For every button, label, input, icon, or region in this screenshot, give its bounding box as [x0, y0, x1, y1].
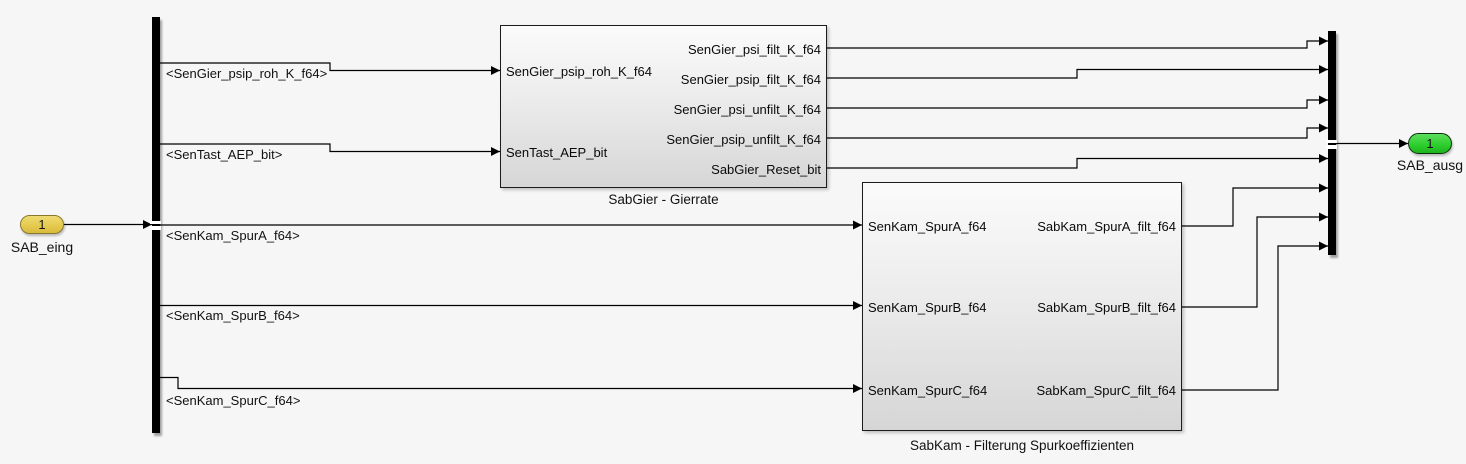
wire-sentast-aep[interactable]	[160, 143, 500, 156]
bus-selector-input-port-marker	[150, 220, 161, 230]
sabkam-input-port-label: SenKam_SpurB_f64	[868, 300, 987, 315]
sabkam-input-port-label: SenKam_SpurC_f64	[868, 383, 988, 398]
block-sabgier[interactable]: SenGier_psip_roh_K_f64 SenTast_AEP_bit S…	[500, 25, 827, 188]
wire-sengier-psip-filt[interactable]	[827, 65, 1328, 79]
wire-sengier-psi-filt[interactable]	[827, 36, 1328, 49]
signal-label: <SenTast_AEP_bit>	[166, 147, 283, 162]
block-sabgier-caption: SabGier - Gierrate	[608, 192, 719, 207]
inport-number: 1	[38, 217, 46, 232]
wire-sabkam-spura-filt[interactable]	[1182, 183, 1328, 227]
wire-senkam-spurc[interactable]	[160, 376, 862, 393]
sabgier-input-port-label: SenTast_AEP_bit	[506, 145, 608, 160]
signal-label: <SenKam_SpurA_f64>	[166, 228, 300, 243]
sabgier-output-port-label: SenGier_psip_filt_K_f64	[680, 71, 821, 87]
bus-creator-bar[interactable]	[1328, 31, 1336, 255]
signal-label: <SenGier_psip_roh_K_f64>	[166, 66, 328, 81]
outport-label: SAB_ausg	[1396, 157, 1464, 173]
sabgier-output-port-label: SabGier_Reset_bit	[711, 161, 821, 177]
bus-selector-bar[interactable]	[152, 17, 160, 433]
signal-label: <SenKam_SpurB_f64>	[166, 308, 300, 323]
wire-sengier-psi-unfilt[interactable]	[827, 95, 1328, 109]
bus-creator-output-port-marker	[1326, 139, 1337, 149]
sabgier-input-port-label: SenGier_psip_roh_K_f64	[506, 64, 652, 79]
wire-sabgier-reset[interactable]	[827, 154, 1328, 169]
wire-sengier-psip-roh[interactable]	[160, 62, 500, 75]
signal-label: <SenKam_SpurC_f64>	[166, 393, 301, 408]
outport-sab-ausg[interactable]: 1	[1408, 133, 1452, 154]
inport-sab-eing[interactable]: 1	[20, 215, 64, 234]
block-sabkam[interactable]: SenKam_SpurA_f64 SenKam_SpurB_f64 SenKam…	[862, 182, 1182, 431]
sabkam-input-port-label: SenKam_SpurA_f64	[868, 219, 987, 234]
sabgier-output-port-label: SenGier_psi_filt_K_f64	[688, 41, 821, 57]
sabkam-output-port-label: SabKam_SpurB_filt_f64	[1037, 300, 1176, 315]
wire-sabkam-spurc-filt[interactable]	[1182, 241, 1328, 391]
sabkam-output-port-label: SabKam_SpurA_filt_f64	[1037, 219, 1176, 234]
block-sabkam-caption: SabKam - Filterung Spurkoeffizienten	[909, 438, 1135, 453]
sabgier-output-port-label: SenGier_psi_unfilt_K_f64	[673, 101, 821, 117]
sabkam-output-port-label: SabKam_SpurC_filt_f64	[1036, 383, 1176, 398]
wire-sabkam-spurb-filt[interactable]	[1182, 212, 1328, 308]
sabgier-output-port-label: SenGier_psip_unfilt_K_f64	[666, 131, 821, 147]
outport-number: 1	[1426, 136, 1434, 151]
wire-sengier-psip-unfilt[interactable]	[827, 123, 1328, 139]
inport-label: SAB_eing	[10, 239, 74, 255]
